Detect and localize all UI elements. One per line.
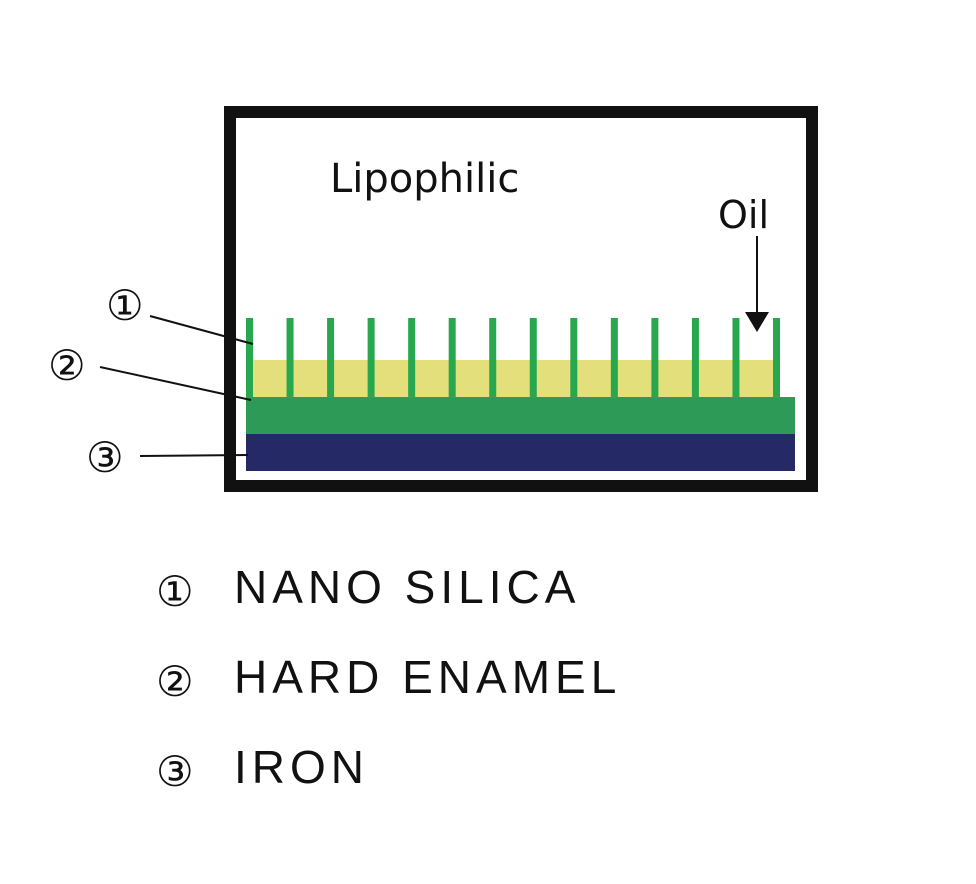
nano-silica-pillar <box>651 318 659 398</box>
nano-silica-pillar <box>367 318 375 398</box>
nano-silica-pillar <box>691 318 699 398</box>
nano-silica-pillar <box>327 318 335 398</box>
callout-3: ③ <box>86 433 124 482</box>
callout-1: ① <box>106 281 144 330</box>
nano-silica-pillar <box>246 318 253 398</box>
nano-silica-pillar <box>529 318 537 398</box>
legend-label-iron: IRON <box>234 741 369 793</box>
legend: ① NANO SILICA ② HARD ENAMEL ③ IRON <box>156 561 621 796</box>
callout-1-line <box>149 315 254 345</box>
lipophilic-label: Lipophilic <box>330 156 519 202</box>
legend-marker-2: ② <box>156 657 194 706</box>
oil-label: Oil <box>718 193 769 237</box>
nano-silica-pillar <box>570 318 578 398</box>
oil-layer <box>249 360 778 397</box>
callout-3-line <box>139 454 249 457</box>
nano-silica-pillar <box>286 318 294 398</box>
nano-silica-pillar <box>732 318 740 398</box>
callout-2-line <box>99 366 252 401</box>
legend-label-nano-silica: NANO SILICA <box>234 561 580 613</box>
nano-silica-pillars <box>246 318 780 398</box>
nano-silica-pillar <box>489 318 497 398</box>
oil-arrow-head <box>745 312 769 332</box>
nano-silica-pillar <box>610 318 618 398</box>
callout-2: ② <box>48 341 86 390</box>
hard-enamel-layer <box>246 397 795 435</box>
legend-marker-1: ① <box>156 567 194 616</box>
nano-silica-pillar <box>773 318 780 398</box>
legend-marker-3: ③ <box>156 747 194 796</box>
legend-label-hard-enamel: HARD ENAMEL <box>234 651 621 703</box>
nano-silica-pillar <box>408 318 416 398</box>
layer-stack <box>246 318 795 471</box>
nano-silica-pillar <box>448 318 456 398</box>
iron-layer <box>246 434 795 471</box>
